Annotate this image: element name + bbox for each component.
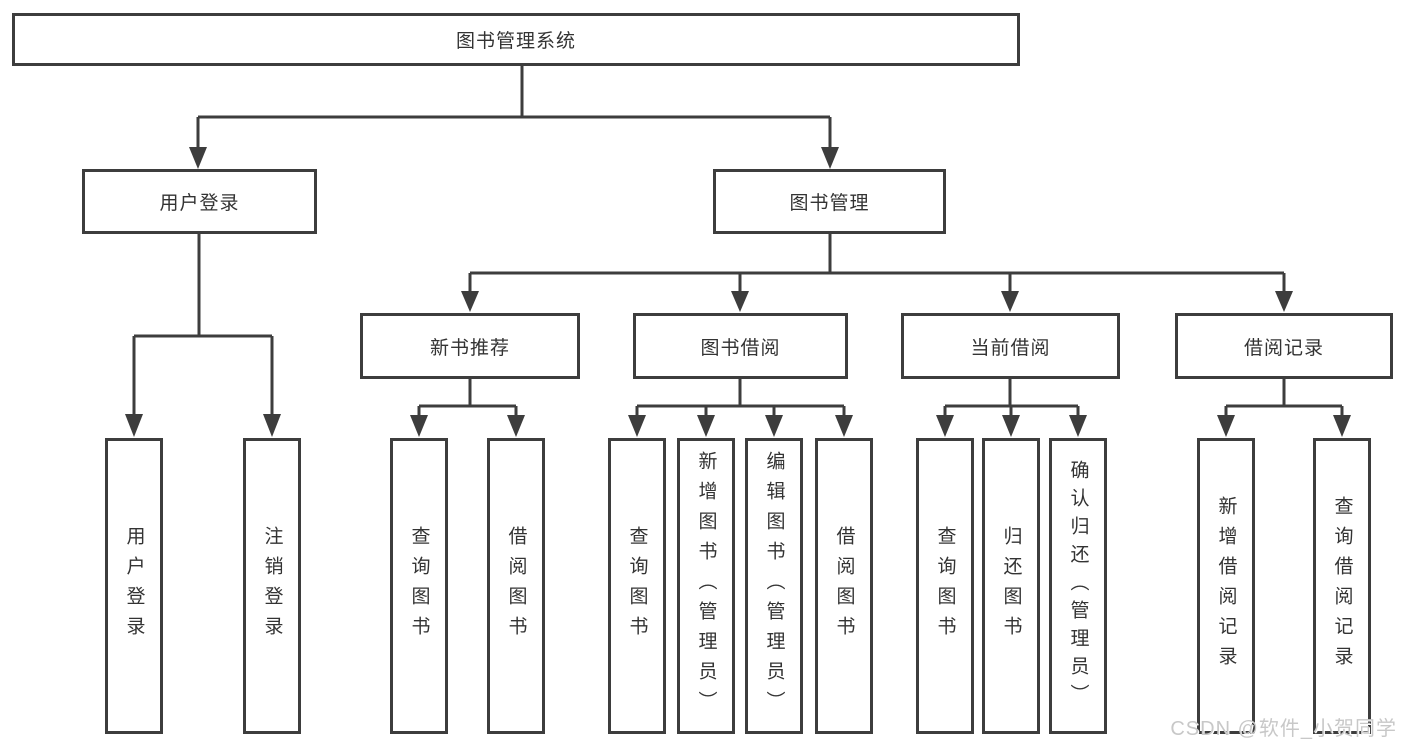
node-borrow-records-label: 借阅记录 — [1243, 337, 1324, 359]
node-book-management: 图书管理 — [713, 169, 946, 234]
leaf-user-login-label: 用户登录 — [123, 526, 145, 646]
arrowhead-current-borrowing — [1001, 291, 1019, 312]
leaf-confirm-return-admin-label: 确认归还（管理员） — [1067, 460, 1089, 712]
leaf-current-query-books: 查询图书 — [916, 438, 974, 734]
connector-current-borrowing-branch — [943, 379, 1080, 418]
csdn-watermark: CSDN @软件_小贺同学 — [1170, 718, 1397, 740]
arrowhead-query-borrow-record — [1333, 415, 1351, 437]
leaf-edit-book-admin: 编辑图书（管理员） — [745, 438, 803, 734]
arrowhead-edit-book-admin — [765, 415, 783, 437]
node-current-borrowing: 当前借阅 — [901, 313, 1120, 379]
arrowhead-leaf-user-login — [125, 414, 143, 437]
leaf-logout-label: 注销登录 — [261, 526, 283, 646]
leaf-return-books-label: 归还图书 — [1000, 526, 1022, 646]
arrowhead-book-management — [821, 147, 839, 169]
arrowhead-new-book-recommend — [461, 291, 479, 312]
leaf-return-books: 归还图书 — [982, 438, 1040, 734]
leaf-edit-book-admin-label: 编辑图书（管理员） — [763, 451, 785, 721]
arrowhead-book-borrowing — [731, 291, 749, 312]
node-book-borrowing-label: 图书借阅 — [700, 337, 781, 359]
arrowhead-return-books — [1002, 415, 1020, 437]
node-current-borrowing-label: 当前借阅 — [970, 337, 1051, 359]
leaf-logout: 注销登录 — [243, 438, 301, 734]
leaf-add-book-admin: 新增图书（管理员） — [677, 438, 735, 734]
node-new-book-recommend-label: 新书推荐 — [429, 337, 510, 359]
connector-book-borrowing-branch — [635, 379, 846, 418]
arrowhead-leaf-logout — [263, 414, 281, 437]
arrowhead-confirm-return-admin — [1069, 415, 1087, 437]
leaf-rec-query-books-label: 查询图书 — [408, 526, 430, 646]
arrowhead-add-book-admin — [697, 415, 715, 437]
connector-user-login-branch — [132, 234, 274, 417]
arrowhead-rec-borrow-books — [507, 415, 525, 437]
leaf-borrow-query-books-label: 查询图书 — [626, 526, 648, 646]
node-new-book-recommend: 新书推荐 — [360, 313, 580, 379]
connector-borrow-records-branch — [1224, 379, 1344, 418]
leaf-confirm-return-admin: 确认归还（管理员） — [1049, 438, 1107, 734]
leaf-query-borrow-record-label: 查询借阅记录 — [1331, 496, 1353, 676]
leaf-borrow-query-books: 查询图书 — [608, 438, 666, 734]
connector-book-management-branch — [468, 234, 1286, 294]
node-book-borrowing: 图书借阅 — [633, 313, 848, 379]
arrowhead-rec-query-books — [410, 415, 428, 437]
arrowhead-borrow-records — [1275, 291, 1293, 312]
leaf-user-login: 用户登录 — [105, 438, 163, 734]
node-user-login-label: 用户登录 — [159, 193, 240, 214]
node-user-login: 用户登录 — [82, 169, 317, 234]
leaf-rec-query-books: 查询图书 — [390, 438, 448, 734]
connector-new-book-recommend-branch — [417, 379, 518, 418]
leaf-borrow-books-label: 借阅图书 — [833, 526, 855, 646]
arrowhead-borrow-books — [835, 415, 853, 437]
arrowhead-borrow-query-books — [628, 415, 646, 437]
node-borrow-records: 借阅记录 — [1175, 313, 1393, 379]
node-library-system: 图书管理系统 — [12, 13, 1020, 66]
node-book-management-label: 图书管理 — [789, 193, 870, 214]
leaf-borrow-books: 借阅图书 — [815, 438, 873, 734]
leaf-rec-borrow-books: 借阅图书 — [487, 438, 545, 734]
arrowhead-add-borrow-record — [1217, 415, 1235, 437]
leaf-add-borrow-record: 新增借阅记录 — [1197, 438, 1255, 734]
connector-root-to-level2 — [196, 66, 832, 150]
leaf-add-book-admin-label: 新增图书（管理员） — [695, 451, 717, 721]
node-library-system-label: 图书管理系统 — [455, 31, 576, 52]
arrowhead-user-login — [189, 147, 207, 169]
leaf-add-borrow-record-label: 新增借阅记录 — [1215, 496, 1237, 676]
leaf-query-borrow-record: 查询借阅记录 — [1313, 438, 1371, 734]
arrowhead-current-query-books — [936, 415, 954, 437]
leaf-rec-borrow-books-label: 借阅图书 — [505, 526, 527, 646]
leaf-current-query-books-label: 查询图书 — [934, 526, 956, 646]
